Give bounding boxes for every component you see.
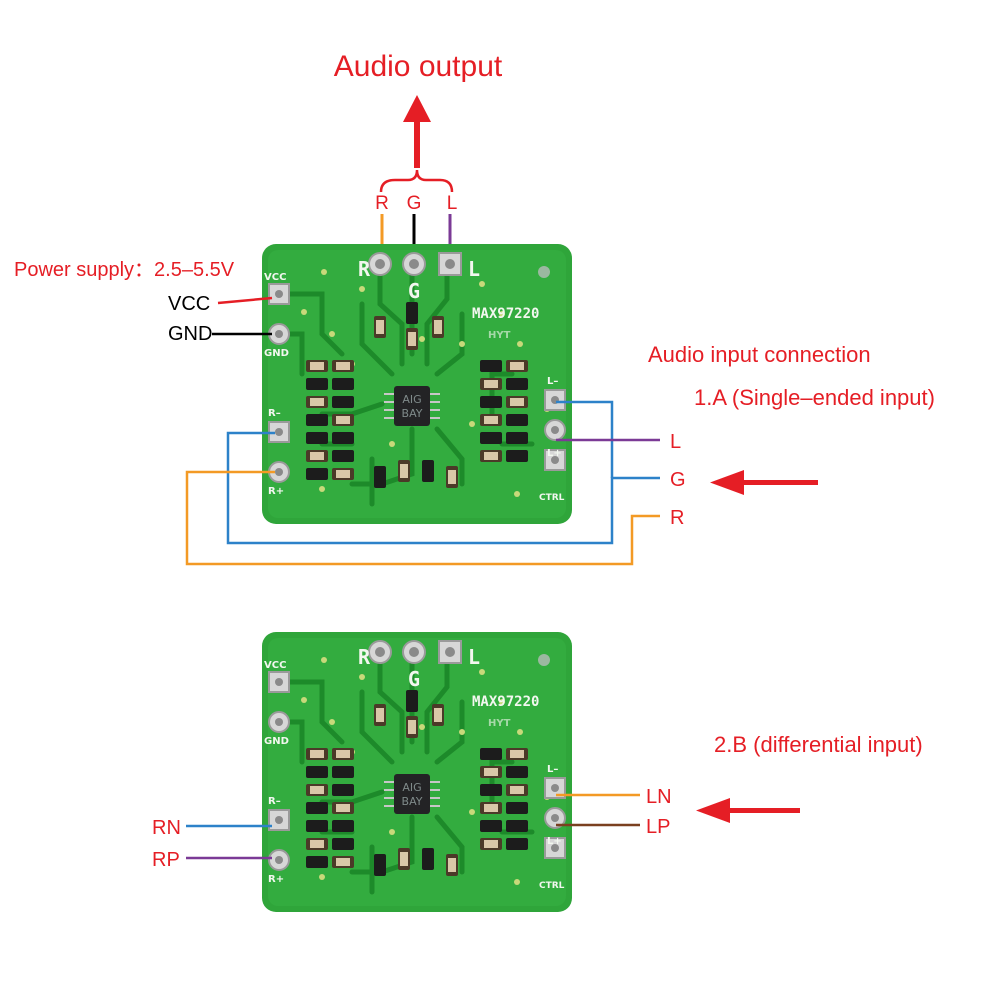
silk-maker: HYT — [488, 718, 511, 729]
diff-ln-label: LN — [646, 786, 672, 808]
pcb-board-top: R G L MAX97220 HYT VCC GND R– R+ L– L+ C… — [262, 244, 572, 524]
vcc-wire — [217, 296, 273, 305]
differential-wiring — [186, 793, 640, 860]
output-pin-g-label: G — [407, 193, 422, 214]
single-r-label: R — [670, 507, 684, 529]
input-arrow-icon — [710, 470, 818, 495]
output-brace — [379, 169, 454, 193]
power-gnd-label: GND — [168, 323, 212, 345]
silk-vcc: VCC — [264, 272, 286, 283]
input-arrow-icon — [696, 798, 800, 823]
silk-l: L — [468, 257, 480, 281]
silk-vcc: VCC — [264, 660, 286, 671]
diff-rp-label: RP — [152, 849, 180, 871]
audio-input-title: Audio input connection — [648, 342, 871, 367]
chip-marking-2: BAY — [402, 795, 423, 808]
power-supply-title: Power supply：2.5–5.5V — [14, 259, 235, 281]
silk-r: R — [358, 257, 371, 281]
silk-r-plus: R+ — [268, 874, 284, 885]
silk-r: R — [358, 645, 371, 669]
output-pin-r-label: R — [375, 193, 389, 214]
silk-l-plus: L+ — [547, 448, 562, 459]
single-ended-title: 1.A (Single–ended input) — [694, 385, 935, 410]
silk-l: L — [468, 645, 480, 669]
diff-lp-label: LP — [646, 816, 670, 838]
output-arrow-icon — [403, 95, 431, 168]
chip-marking-1: AIG — [402, 393, 421, 406]
silk-maker: HYT — [488, 330, 511, 341]
silk-ctrl: CTRL — [539, 881, 565, 891]
pcb-board-bottom: R G L MAX97220 HYT VCC GND R– R+ L– L+ C… — [262, 632, 572, 912]
silk-gnd: GND — [264, 348, 289, 359]
silk-l-minus: L– — [547, 376, 558, 387]
silk-part-number: MAX97220 — [472, 306, 539, 322]
silk-ctrl: CTRL — [539, 493, 565, 503]
single-ended-wiring — [185, 400, 660, 566]
silk-g: G — [408, 279, 420, 303]
chip-marking-2: BAY — [402, 407, 423, 420]
single-g-label: G — [670, 469, 686, 491]
power-vcc-label: VCC — [168, 293, 210, 315]
silk-gnd: GND — [264, 736, 289, 747]
silk-r-minus: R– — [268, 796, 281, 807]
audio-output-title: Audio output — [334, 50, 503, 83]
single-l-label: L — [670, 431, 681, 453]
silk-part-number: MAX97220 — [472, 694, 539, 710]
output-pin-l-label: L — [447, 193, 458, 214]
silk-l-minus: L– — [547, 764, 558, 775]
silk-g: G — [408, 667, 420, 691]
silk-r-minus: R– — [268, 408, 281, 419]
silk-l-plus: L+ — [547, 836, 562, 847]
silk-r-plus: R+ — [268, 486, 284, 497]
differential-title: 2.B (differential input) — [714, 732, 923, 757]
chip-marking-1: AIG — [402, 781, 421, 794]
diff-rn-label: RN — [152, 817, 181, 839]
